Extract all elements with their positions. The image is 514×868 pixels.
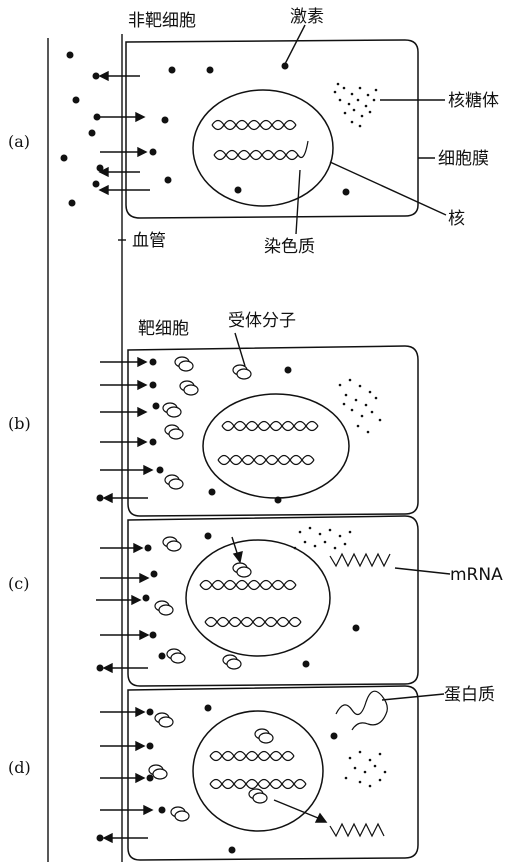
receptors-b	[163, 357, 251, 489]
label-receptor: 受体分子	[228, 311, 296, 331]
label-cell-membrane: 细胞膜	[438, 149, 489, 169]
panel-label-c: (c)	[8, 574, 29, 593]
ribosomes-a	[334, 83, 378, 128]
nucleus-c	[186, 540, 330, 656]
ribosomes-d	[345, 751, 387, 788]
chromatin-a	[212, 121, 308, 160]
ribosomes-b	[339, 379, 382, 434]
label-hormone: 激素	[290, 7, 324, 27]
non-target-cell-outline	[126, 40, 418, 218]
label-ribosome: 核糖体	[448, 91, 499, 111]
label-chromatin: 染色质	[264, 237, 315, 257]
arrows-b	[100, 358, 152, 502]
panel-label-d: (d)	[8, 758, 31, 777]
hormones-b	[97, 359, 292, 504]
ribosomes-c	[294, 527, 352, 550]
label-blood-vessel: 血管	[132, 231, 166, 251]
label-target-cell: 靶细胞	[138, 319, 189, 339]
label-mrna: mRNA	[450, 565, 503, 585]
arrows-a	[100, 72, 150, 194]
label-protein: 蛋白质	[444, 685, 495, 705]
mrna-c	[330, 554, 390, 566]
protein-chain	[336, 691, 387, 730]
panel-label-a: (a)	[8, 132, 30, 151]
chromatin-c	[200, 581, 301, 627]
chromatin-b	[218, 422, 318, 465]
label-non-target-cell: 非靶细胞	[128, 11, 196, 31]
nucleus-b	[203, 394, 349, 498]
mrna-d	[330, 824, 384, 836]
label-nucleus: 核	[448, 209, 465, 229]
chromatin-d	[210, 752, 306, 789]
nucleus-a	[193, 90, 333, 206]
panel-label-b: (b)	[8, 414, 31, 433]
nucleus-d	[193, 711, 323, 831]
